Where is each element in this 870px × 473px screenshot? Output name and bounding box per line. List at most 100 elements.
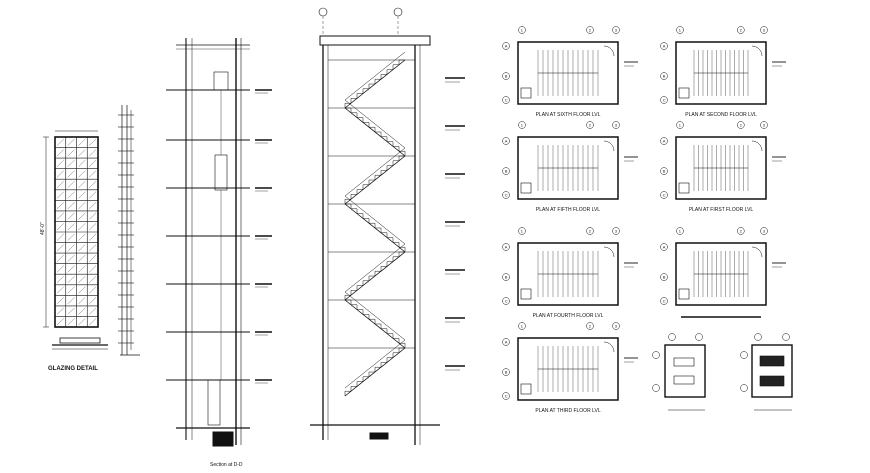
plan-label: PLAN AT SECOND FLOOR LVL — [685, 112, 757, 118]
plan-landing — [678, 288, 690, 300]
grid-bubble-label: 1 — [679, 123, 682, 128]
stair-tread — [357, 309, 364, 315]
glazing-hatch — [56, 202, 64, 209]
glazing-hatch — [78, 265, 86, 273]
grid-bubble-label: C — [505, 193, 508, 198]
stair-tread — [351, 112, 358, 118]
stair-tread — [362, 184, 369, 190]
stair-tread — [386, 357, 393, 363]
stair-tread — [356, 189, 363, 195]
glazing-hatch — [78, 138, 86, 146]
plan-outline — [517, 136, 619, 200]
grid-bubble-label: 3 — [763, 28, 766, 33]
plan-outline — [517, 242, 619, 306]
grid-bubble-label: 3 — [763, 229, 766, 234]
glazing-hatch — [89, 191, 97, 199]
stair-tread — [381, 328, 388, 334]
glazing-hatch — [78, 233, 86, 241]
plan-label: PLAN AT FIRST FLOOR LVL — [689, 207, 754, 213]
grid-bubble-label: 1 — [521, 123, 524, 128]
glazing-hatch — [78, 170, 86, 178]
stair-tread — [392, 160, 399, 166]
glazing-hatch — [56, 212, 64, 220]
grid-bubble-label: 1 — [521, 28, 524, 33]
grid-bubble-label: B — [505, 169, 508, 174]
grid-bubble — [612, 322, 620, 330]
grid-bubble-label: B — [505, 275, 508, 280]
stair-tread — [369, 222, 376, 228]
grid-bubble — [518, 322, 526, 330]
grid-bubble — [760, 121, 768, 129]
glazing-hatch — [67, 265, 75, 273]
glazing-hatch — [56, 191, 64, 199]
grid-bubble-label: A — [505, 245, 508, 250]
stair-section — [310, 7, 465, 445]
grid-bubble-label: 2 — [740, 229, 743, 234]
glazing-hatch — [89, 233, 97, 241]
stair-tread — [350, 194, 357, 200]
stair-tread — [357, 213, 364, 219]
grid-bubble-label: 2 — [589, 123, 592, 128]
glazing-hatch — [78, 297, 86, 304]
stair-tread — [351, 304, 358, 310]
glazing-hatch — [56, 138, 64, 146]
grid-bubble-label: C — [505, 98, 508, 103]
section-title: Section at D-D — [210, 462, 243, 468]
grid-bubble-label: 2 — [740, 123, 743, 128]
glazing-hatch — [56, 223, 64, 231]
stair-tread — [386, 261, 393, 267]
grid-bubble — [676, 227, 684, 235]
glazing-hatch — [67, 191, 75, 199]
stair-tread — [380, 74, 387, 80]
glazing-hatch — [78, 149, 86, 157]
grid-bubble-label: B — [505, 370, 508, 375]
grid-bubble-label: A — [505, 44, 508, 49]
grid-bubble — [502, 273, 510, 281]
stair-tread — [344, 390, 351, 396]
grid-bubble — [612, 26, 620, 34]
stair-tread — [375, 227, 382, 233]
small-plan-right — [740, 333, 793, 411]
small-plan-left — [652, 333, 706, 411]
grid-bubble — [676, 26, 684, 34]
grid-bubble-label: C — [663, 98, 666, 103]
glazing-hatch — [89, 223, 97, 231]
stair-tread — [392, 352, 399, 358]
grid-bubble-label: 3 — [615, 28, 618, 33]
grid-bubble-label: B — [505, 74, 508, 79]
stair-tread — [381, 136, 388, 142]
glazing-hatch — [78, 244, 86, 252]
grid-bubble — [760, 227, 768, 235]
stair-tread — [356, 93, 363, 99]
stair-tread — [387, 237, 394, 243]
door-swing — [603, 246, 615, 258]
plan-outline — [675, 242, 767, 306]
glazing-hatch — [78, 307, 86, 315]
glazing-hatch — [78, 286, 86, 294]
stair-tread — [368, 275, 375, 281]
grid-bubble — [502, 42, 510, 50]
glazing-hatch — [89, 318, 97, 326]
glazing-hatch — [89, 202, 97, 209]
stair-tread — [380, 266, 387, 272]
glazing-hatch — [78, 223, 86, 231]
grid-bubble — [502, 191, 510, 199]
glazing-hatch — [78, 212, 86, 220]
grid-bubble — [502, 72, 510, 80]
grid-bubble-label: 3 — [615, 123, 618, 128]
glazing-hatch — [78, 255, 86, 262]
stair-tread — [363, 218, 370, 224]
plan-landing — [678, 87, 690, 99]
stair-tread — [368, 371, 375, 377]
glazing-hatch — [56, 318, 64, 326]
grid-bubble — [660, 96, 668, 104]
shaft-section — [166, 38, 272, 447]
plan-outline — [675, 41, 767, 105]
grid-bubble-label: A — [663, 245, 666, 250]
plan-label: PLAN AT FIFTH FLOOR LVL — [536, 207, 600, 213]
